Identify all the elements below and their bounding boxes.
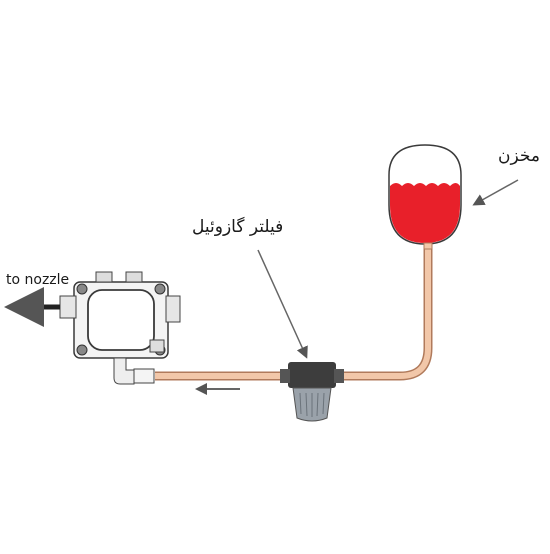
filter-label: فیلتر گازوئیل (192, 217, 284, 237)
fuel-filter-icon (280, 362, 344, 422)
tank-label: مخزن (498, 146, 540, 166)
nozzle-label: to nozzle (6, 272, 70, 288)
fuel-pump-icon (59, 271, 181, 385)
fuel-pipe (155, 244, 433, 381)
filter-pointer (257, 249, 308, 359)
fuel-tank-icon (388, 144, 462, 250)
tank-pointer (472, 179, 519, 206)
